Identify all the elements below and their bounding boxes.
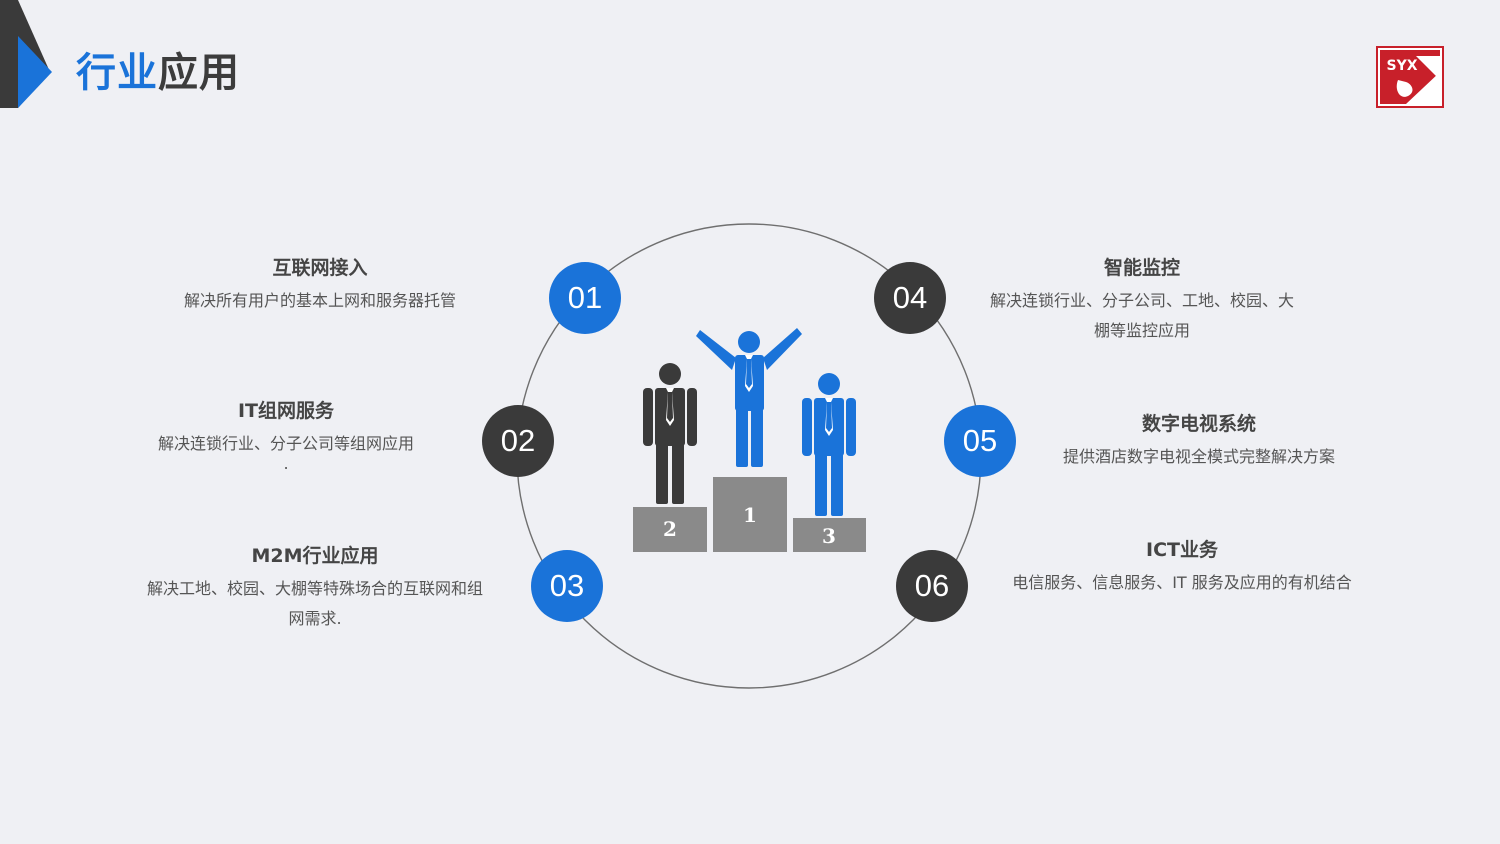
item-title: 数字电视系统 — [1141, 413, 1256, 435]
badge-06: 06 — [896, 550, 968, 622]
podium-first-block — [713, 477, 787, 552]
item-digital-tv: 数字电视系统 提供酒店数字电视全模式完整解决方案 — [1029, 412, 1369, 472]
item-desc-extra: . — [283, 454, 289, 473]
podium-figure — [633, 328, 866, 552]
item-title: 智能监控 — [1103, 257, 1180, 279]
item-desc-line1: 解决连锁行业、分子公司、工地、校园、大 — [989, 291, 1294, 310]
page-title: 行业应用 — [76, 40, 240, 98]
podium-number-first: 1 — [743, 503, 757, 527]
first-place-person-icon — [696, 328, 802, 467]
item-desc: 解决连锁行业、分子公司等组网应用 — [157, 434, 414, 453]
logo-text: SYX — [1386, 58, 1418, 74]
podium-number-second: 2 — [663, 517, 677, 541]
badge-05: 05 — [944, 405, 1016, 477]
item-desc-line2: 网需求. — [288, 609, 342, 628]
second-place-person-icon — [643, 363, 697, 504]
item-smart-monitoring: 智能监控 解决连锁行业、分子公司、工地、校园、大 棚等监控应用 — [972, 256, 1312, 346]
item-title: ICT业务 — [1146, 539, 1218, 561]
badge-02: 02 — [482, 405, 554, 477]
podium-second-block — [633, 507, 707, 552]
badge-01: 01 — [549, 262, 621, 334]
item-title: 互联网接入 — [272, 257, 368, 279]
item-title: IT组网服务 — [237, 400, 335, 422]
company-logo: SYX — [1376, 46, 1444, 108]
item-desc: 提供酒店数字电视全模式完整解决方案 — [1062, 447, 1335, 466]
podium-number-third: 3 — [822, 524, 836, 548]
item-it-networking: IT组网服务 解决连锁行业、分子公司等组网应用 . — [116, 399, 456, 473]
item-ict-business: ICT业务 电信服务、信息服务、IT 服务及应用的有机结合 — [997, 538, 1367, 598]
item-title: M2M行业应用 — [251, 545, 379, 567]
item-internet-access: 互联网接入 解决所有用户的基本上网和服务器托管 — [150, 256, 490, 316]
item-desc: 解决所有用户的基本上网和服务器托管 — [183, 291, 456, 310]
logo-mark-icon — [1376, 46, 1444, 108]
item-desc: 电信服务、信息服务、IT 服务及应用的有机结合 — [1012, 573, 1352, 592]
item-desc-line2: 棚等监控应用 — [1093, 321, 1190, 340]
item-desc-line1: 解决工地、校园、大棚等特殊场合的互联网和组 — [146, 579, 483, 598]
header-arrow-icon — [0, 0, 52, 108]
item-m2m: M2M行业应用 解决工地、校园、大棚等特殊场合的互联网和组 网需求. — [120, 544, 510, 634]
badge-04: 04 — [874, 262, 946, 334]
title-part1: 行业 — [76, 50, 158, 96]
third-place-person-icon — [802, 373, 856, 516]
title-part2: 应用 — [158, 50, 240, 96]
podium-third-block — [793, 518, 866, 552]
badge-03: 03 — [531, 550, 603, 622]
